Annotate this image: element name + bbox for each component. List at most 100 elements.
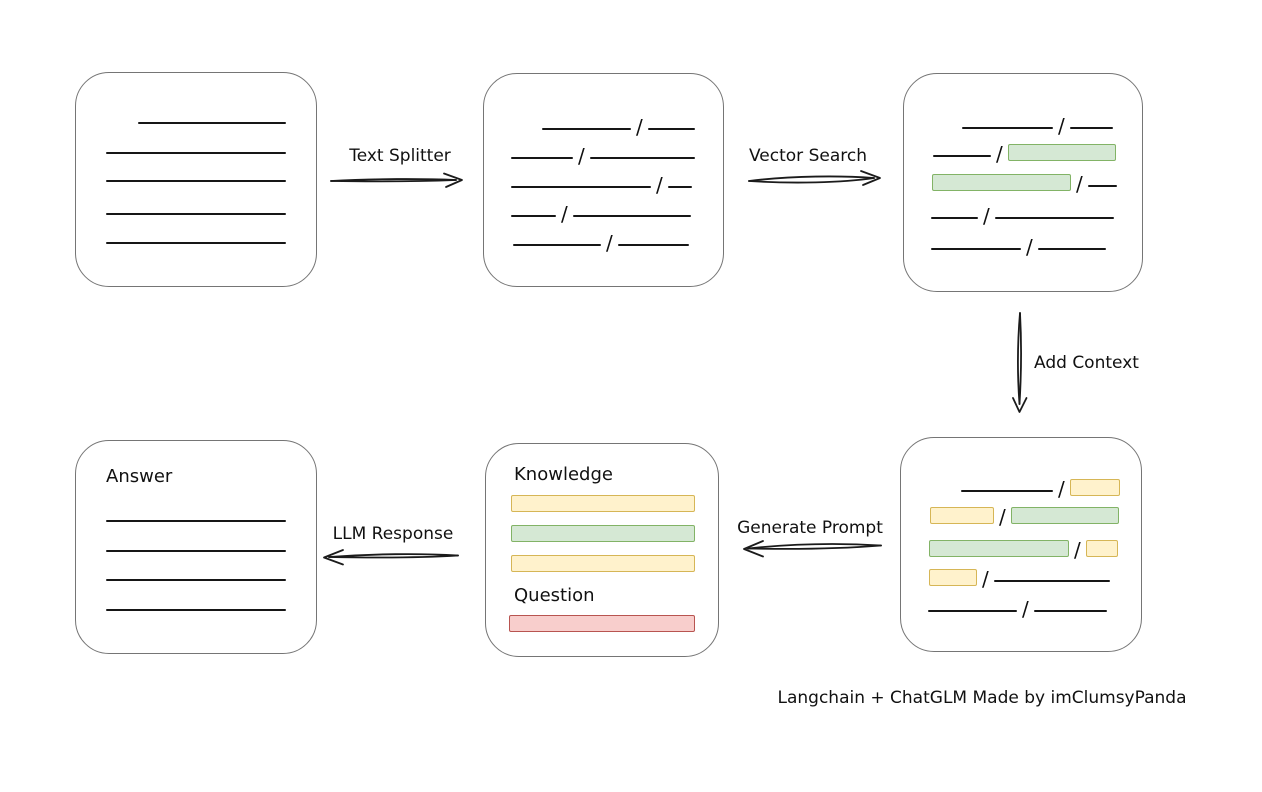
llm-response-arrow xyxy=(323,549,459,566)
yellow-highlight xyxy=(1085,540,1118,557)
text-line xyxy=(1069,127,1113,129)
sketch-row: / xyxy=(961,473,1120,501)
text-line xyxy=(106,609,286,611)
sketch-row xyxy=(106,225,286,245)
text-line xyxy=(1087,185,1117,187)
text-line xyxy=(511,186,651,188)
question-label: Question xyxy=(514,585,595,606)
slash-separator: / xyxy=(1076,172,1083,196)
text-line xyxy=(994,217,1114,219)
slash-separator: / xyxy=(1058,114,1065,138)
yellow-highlight xyxy=(929,569,977,586)
green-highlight xyxy=(932,174,1071,191)
text-line xyxy=(511,215,556,217)
generate-prompt-arrow xyxy=(743,540,882,558)
text-line xyxy=(993,580,1110,582)
text-line xyxy=(572,215,691,217)
slash-separator: / xyxy=(983,204,990,228)
text-line xyxy=(928,610,1017,612)
text-splitter-arrow xyxy=(330,172,463,188)
sketch-row: / xyxy=(931,231,1106,259)
text-line xyxy=(1033,610,1107,612)
text-line xyxy=(647,128,695,130)
text-splitter-label: Text Splitter xyxy=(349,146,451,166)
slash-separator: / xyxy=(656,173,663,197)
sketch-row xyxy=(509,609,695,632)
text-line xyxy=(106,180,286,182)
sketch-row: / xyxy=(931,200,1114,228)
sketch-row: / xyxy=(511,198,691,226)
answer-node: Answer xyxy=(75,440,317,654)
sketch-row: / xyxy=(542,111,695,139)
text-line xyxy=(106,242,286,244)
vector-matched-chunks-node: / / / / / xyxy=(903,73,1143,292)
vector-search-arrow xyxy=(748,170,881,186)
slash-separator: / xyxy=(1058,477,1065,501)
text-line xyxy=(511,157,573,159)
sketch-row: / xyxy=(511,169,692,197)
slash-separator: / xyxy=(578,144,585,168)
yellow-highlight xyxy=(930,507,994,524)
slash-separator: / xyxy=(1074,538,1081,562)
slash-separator: / xyxy=(606,231,613,255)
sketch-row: / xyxy=(929,534,1118,562)
slash-separator: / xyxy=(996,142,1003,166)
sketch-row xyxy=(511,489,695,512)
prompt-node: Knowledge Question xyxy=(485,443,719,657)
add-context-label: Add Context xyxy=(1034,353,1139,373)
sketch-row: / xyxy=(930,501,1119,529)
yellow-highlight xyxy=(511,555,695,572)
slash-separator: / xyxy=(1022,597,1029,621)
source-document-node xyxy=(75,72,317,287)
llm-response-label: LLM Response xyxy=(332,524,454,544)
text-line xyxy=(589,157,695,159)
text-line xyxy=(106,520,286,522)
vector-search-label: Vector Search xyxy=(749,146,867,166)
text-line xyxy=(962,127,1053,129)
text-line xyxy=(513,244,601,246)
sketch-row: / xyxy=(928,593,1107,621)
green-highlight xyxy=(1010,507,1119,524)
sketch-row xyxy=(511,519,695,542)
text-line xyxy=(106,579,286,581)
knowledge-label: Knowledge xyxy=(514,464,613,485)
text-line xyxy=(961,490,1053,492)
sketch-row xyxy=(106,135,286,155)
slash-separator: / xyxy=(1026,235,1033,259)
sketch-row xyxy=(106,562,286,582)
diagram-caption: Langchain + ChatGLM Made by imClumsyPand… xyxy=(777,688,1187,708)
text-line xyxy=(106,550,286,552)
sketch-row: / xyxy=(511,140,695,168)
answer-label: Answer xyxy=(106,466,173,487)
sketch-row: / xyxy=(962,110,1113,138)
sketch-row xyxy=(106,163,286,183)
sketch-row: / xyxy=(513,227,689,255)
sketch-row: / xyxy=(933,138,1116,166)
sketch-row xyxy=(511,549,695,572)
generate-prompt-label: Generate Prompt xyxy=(737,518,883,538)
green-highlight xyxy=(929,540,1069,557)
slash-separator: / xyxy=(999,505,1006,529)
text-line xyxy=(667,186,692,188)
sketch-row xyxy=(106,503,286,523)
green-highlight xyxy=(1007,144,1116,161)
sketch-row xyxy=(106,196,286,216)
green-highlight xyxy=(511,525,695,542)
yellow-highlight xyxy=(511,495,695,512)
slash-separator: / xyxy=(561,202,568,226)
slash-separator: / xyxy=(636,115,643,139)
text-line xyxy=(617,244,689,246)
sketch-row xyxy=(106,533,286,553)
text-line xyxy=(106,213,286,215)
text-line xyxy=(933,155,991,157)
sketch-row: / xyxy=(932,168,1117,196)
slash-separator: / xyxy=(982,567,989,591)
sketch-row: / xyxy=(929,563,1110,591)
split-chunks-node: / / / / / xyxy=(483,73,724,287)
yellow-highlight xyxy=(1069,479,1120,496)
text-line xyxy=(138,122,286,124)
red-highlight xyxy=(509,615,695,632)
text-line xyxy=(106,152,286,154)
sketch-row xyxy=(106,592,286,612)
